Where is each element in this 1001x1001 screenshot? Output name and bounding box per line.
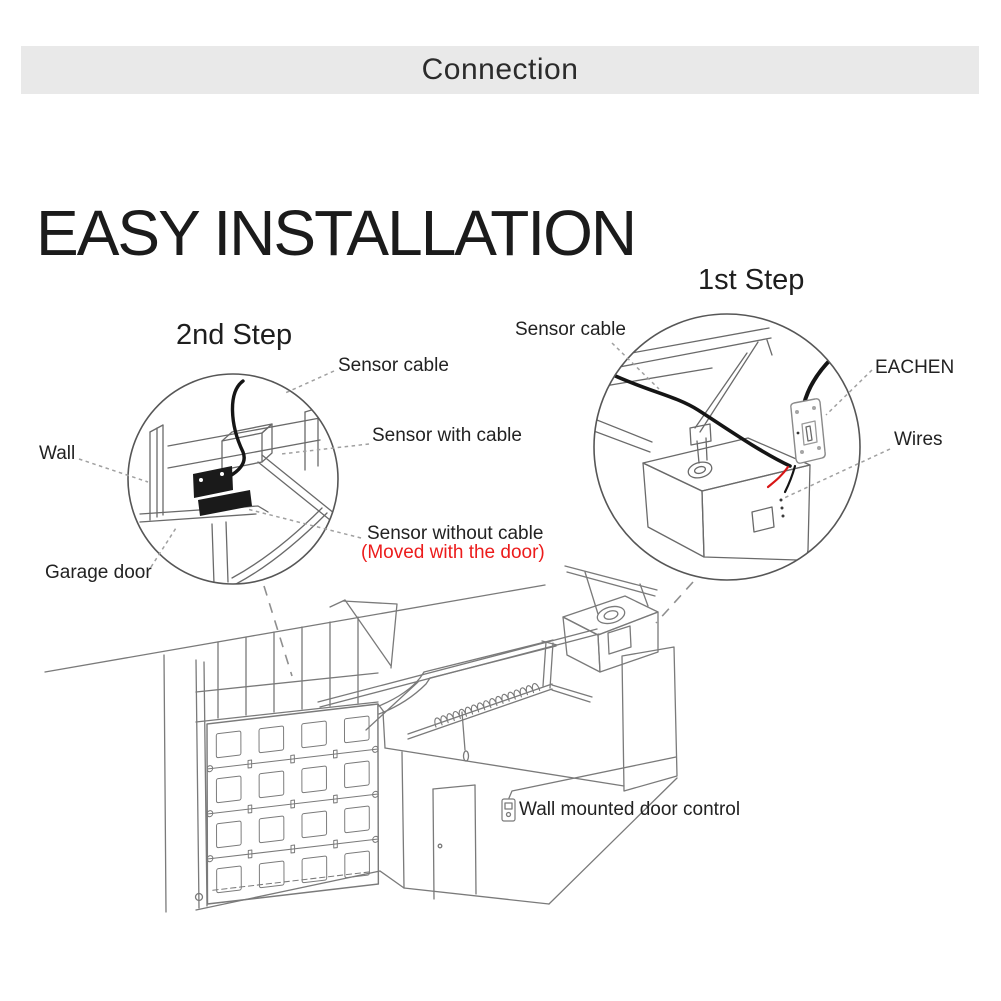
far-wall-panel <box>621 646 678 792</box>
connection-title: Connection <box>421 53 579 86</box>
step1-inset <box>593 313 861 581</box>
garage-door-top-drawing <box>139 505 328 584</box>
leader-sensor-without-cable <box>246 508 362 539</box>
garage-door-drawing <box>206 703 380 905</box>
step1-inset-circle <box>593 313 861 581</box>
wires-label: Wires <box>894 429 943 450</box>
step2-label: 2nd Step <box>176 319 293 351</box>
garage-door-label: Garage door <box>45 562 152 583</box>
sensor-cable-step2-label: Sensor cable <box>338 355 449 376</box>
leader-sensor-cable-step2 <box>282 370 335 395</box>
main-garage-drawing <box>44 565 678 913</box>
step1-label: 1st Step <box>698 264 805 296</box>
sensor-without-cable-label: Sensor without cable <box>367 523 544 544</box>
sensor-cable-step1-label: Sensor cable <box>515 319 626 340</box>
wall-label: Wall <box>39 443 76 464</box>
passage-door <box>432 784 477 900</box>
step2-inset <box>127 373 339 585</box>
wall-control-device <box>501 756 677 822</box>
leader-sensor-with-cable <box>280 443 370 455</box>
leader-lines <box>78 342 891 568</box>
torsion-spring <box>434 683 541 728</box>
door-bottom-fitting <box>194 892 204 902</box>
release-cord-handle <box>462 750 470 762</box>
opener-rail <box>317 599 600 762</box>
front-wall <box>44 584 546 913</box>
eachen-label: EACHEN <box>875 357 955 378</box>
sensor-with-cable-drawing <box>193 466 233 498</box>
wall-bracket-drawing <box>149 407 338 529</box>
step2-inset-circle <box>127 373 339 585</box>
inset-connector-lines <box>263 581 694 677</box>
leader-wall <box>78 458 149 483</box>
side-wall <box>195 747 678 911</box>
leader-garage-door <box>150 527 177 568</box>
connection-header-bar: Connection <box>21 46 979 94</box>
wire-continuation-dots <box>779 498 785 518</box>
sensor-cable-line-inset <box>609 372 792 468</box>
step2-connector-line <box>263 585 293 677</box>
sensor-cable-line <box>228 379 246 478</box>
opener-motor-drawing <box>562 565 659 673</box>
leader-wires <box>781 448 891 500</box>
sensor-without-cable-drawing <box>198 490 252 516</box>
wires-lines <box>766 464 797 494</box>
sensor-with-cable-label: Sensor with cable <box>372 425 522 446</box>
door-track-and-spring <box>378 639 593 740</box>
step1-connector-line <box>655 581 694 624</box>
moved-with-door-label: (Moved with the door) <box>361 542 545 563</box>
eachen-device-drawing <box>790 398 826 464</box>
page-title: EASY INSTALLATION <box>36 197 637 269</box>
wall-control-label: Wall mounted door control <box>519 799 741 820</box>
